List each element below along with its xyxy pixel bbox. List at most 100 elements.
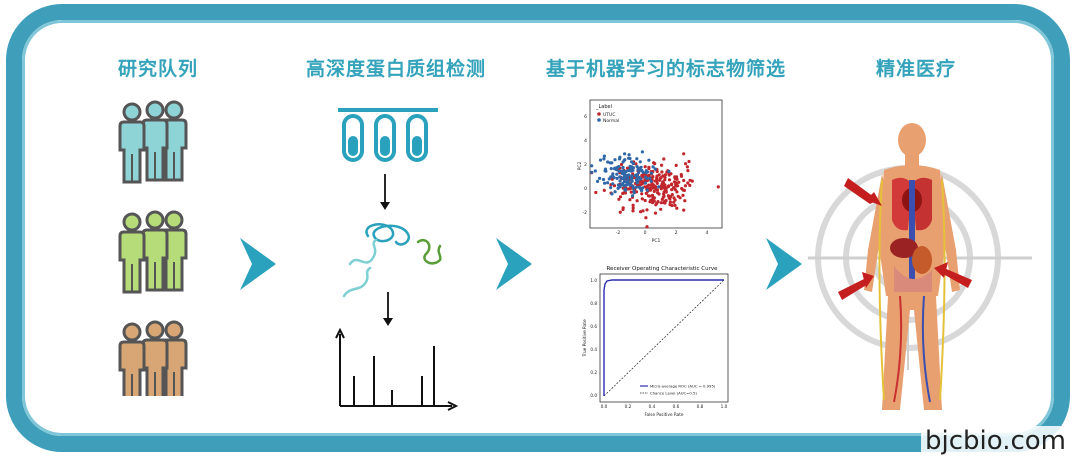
scatter-point-utuc bbox=[643, 198, 647, 203]
scatter-point-utuc bbox=[673, 203, 677, 207]
scatter-point-normal bbox=[617, 169, 621, 173]
scatter-point-normal bbox=[628, 183, 632, 187]
watermark: bjcbio.com bbox=[921, 426, 1070, 456]
scatter-point-utuc bbox=[682, 208, 686, 212]
scatter-point-utuc bbox=[641, 175, 645, 179]
scatter-point-utuc bbox=[655, 174, 659, 178]
scatter-point-utuc bbox=[655, 181, 659, 185]
scatter-point-normal bbox=[590, 170, 594, 174]
scatter-point-utuc bbox=[649, 198, 653, 202]
scatter-point-normal bbox=[635, 157, 639, 161]
scatter-point-utuc bbox=[629, 190, 633, 194]
pca-xtick: 0 bbox=[644, 230, 647, 236]
scatter-point-utuc bbox=[688, 183, 692, 187]
scatter-point-normal bbox=[590, 164, 594, 168]
scatter-point-normal bbox=[622, 184, 626, 188]
scatter-point-utuc bbox=[617, 197, 621, 201]
roc-curve-plot: Receiver Operating Characteristic Curve … bbox=[582, 266, 729, 417]
scatter-point-utuc bbox=[672, 186, 676, 190]
scatter-point-normal bbox=[631, 166, 635, 170]
scatter-point-normal bbox=[628, 156, 632, 161]
scatter-point-utuc bbox=[602, 188, 606, 192]
scatter-point-utuc bbox=[675, 175, 679, 179]
scatter-point-utuc bbox=[627, 187, 632, 191]
roc-legend-chance: Chance Level (AUC=0.5) bbox=[650, 391, 697, 396]
scatter-point-utuc bbox=[644, 191, 648, 195]
scatter-point-normal bbox=[602, 157, 606, 161]
scatter-point-normal bbox=[650, 171, 654, 175]
scatter-point-normal bbox=[610, 161, 614, 165]
scatter-point-normal bbox=[645, 170, 649, 174]
roc-ytick: 0.6 bbox=[590, 324, 597, 329]
scatter-point-normal bbox=[657, 185, 661, 189]
scatter-point-utuc bbox=[663, 173, 667, 177]
scatter-point-normal bbox=[598, 176, 602, 180]
scatter-point-normal bbox=[628, 168, 632, 172]
scatter-point-normal bbox=[635, 165, 639, 169]
scatter-point-utuc bbox=[658, 176, 662, 181]
scatter-point-utuc bbox=[643, 185, 647, 189]
down-arrow-icon-2 bbox=[383, 292, 393, 326]
scatter-point-normal bbox=[609, 186, 613, 190]
scatter-point-utuc bbox=[670, 188, 674, 192]
scatter-point-normal bbox=[647, 158, 651, 162]
pca-ytick: 4 bbox=[584, 138, 587, 144]
red-arrow-icons bbox=[838, 178, 972, 300]
scatter-point-normal bbox=[601, 177, 606, 182]
chevron-right-icon-3 bbox=[766, 238, 802, 290]
test-tubes-icon bbox=[338, 108, 438, 162]
scatter-point-normal bbox=[623, 152, 627, 156]
scatter-point-normal bbox=[621, 165, 625, 170]
scatter-point-normal bbox=[630, 160, 634, 164]
scatter-point-utuc bbox=[660, 170, 664, 174]
scatter-point-normal bbox=[630, 179, 634, 183]
scatter-point-normal bbox=[609, 175, 613, 179]
scatter-point-utuc bbox=[683, 184, 687, 188]
scatter-point-normal bbox=[622, 172, 626, 176]
scatter-point-normal bbox=[609, 167, 613, 171]
scatter-point-utuc bbox=[645, 225, 649, 229]
scatter-point-normal bbox=[613, 190, 617, 194]
scatter-point-utuc bbox=[652, 189, 656, 193]
roc-legend: Micro-average ROC (AUC = 0.995) Chance L… bbox=[640, 384, 716, 396]
scatter-point-utuc bbox=[668, 202, 672, 207]
roc-ytick: 0.8 bbox=[590, 301, 597, 306]
pca-legend: _Label UTUC Normal bbox=[595, 104, 619, 124]
pca-ytick: -2 bbox=[583, 210, 588, 216]
mass-spectrum-icon bbox=[335, 327, 459, 411]
scatter-point-normal bbox=[649, 179, 653, 183]
scatter-point-utuc bbox=[687, 159, 691, 164]
scatter-point-normal bbox=[636, 179, 640, 183]
roc-ytick: 0.4 bbox=[590, 347, 597, 352]
roc-legend-micro: Micro-average ROC (AUC = 0.995) bbox=[650, 384, 716, 389]
roc-ytick: 0.2 bbox=[590, 370, 597, 375]
scatter-point-utuc bbox=[651, 195, 655, 199]
scatter-point-utuc bbox=[619, 162, 624, 167]
scatter-point-utuc bbox=[651, 175, 655, 179]
scatter-point-utuc bbox=[621, 191, 625, 196]
roc-xtick: 1.0 bbox=[721, 404, 728, 409]
scatter-point-normal bbox=[603, 181, 607, 185]
scatter-point-utuc bbox=[654, 187, 658, 191]
scatter-point-utuc bbox=[679, 173, 683, 177]
scatter-point-utuc bbox=[686, 169, 690, 173]
roc-xtick: 0.6 bbox=[673, 404, 680, 409]
scatter-point-normal bbox=[643, 181, 647, 185]
scatter-point-utuc bbox=[640, 197, 644, 201]
scatter-point-utuc bbox=[648, 194, 652, 198]
scatter-point-normal bbox=[602, 154, 606, 158]
scatter-point-utuc bbox=[659, 201, 663, 205]
scatter-point-utuc bbox=[678, 196, 682, 200]
step-title-cohort: 研究队列 bbox=[117, 58, 199, 80]
scatter-point-utuc bbox=[659, 207, 663, 211]
scatter-point-utuc bbox=[645, 208, 649, 212]
scatter-point-normal bbox=[616, 186, 620, 190]
scatter-point-utuc bbox=[670, 183, 674, 187]
scatter-point-utuc bbox=[669, 195, 673, 199]
step-title-ml-screening: 基于机器学习的标志物筛选 bbox=[545, 58, 787, 80]
scatter-point-utuc bbox=[640, 192, 644, 196]
scatter-point-utuc bbox=[672, 200, 676, 204]
scatter-point-normal bbox=[640, 169, 644, 173]
scatter-point-utuc bbox=[668, 200, 672, 204]
scatter-point-normal bbox=[630, 174, 634, 178]
